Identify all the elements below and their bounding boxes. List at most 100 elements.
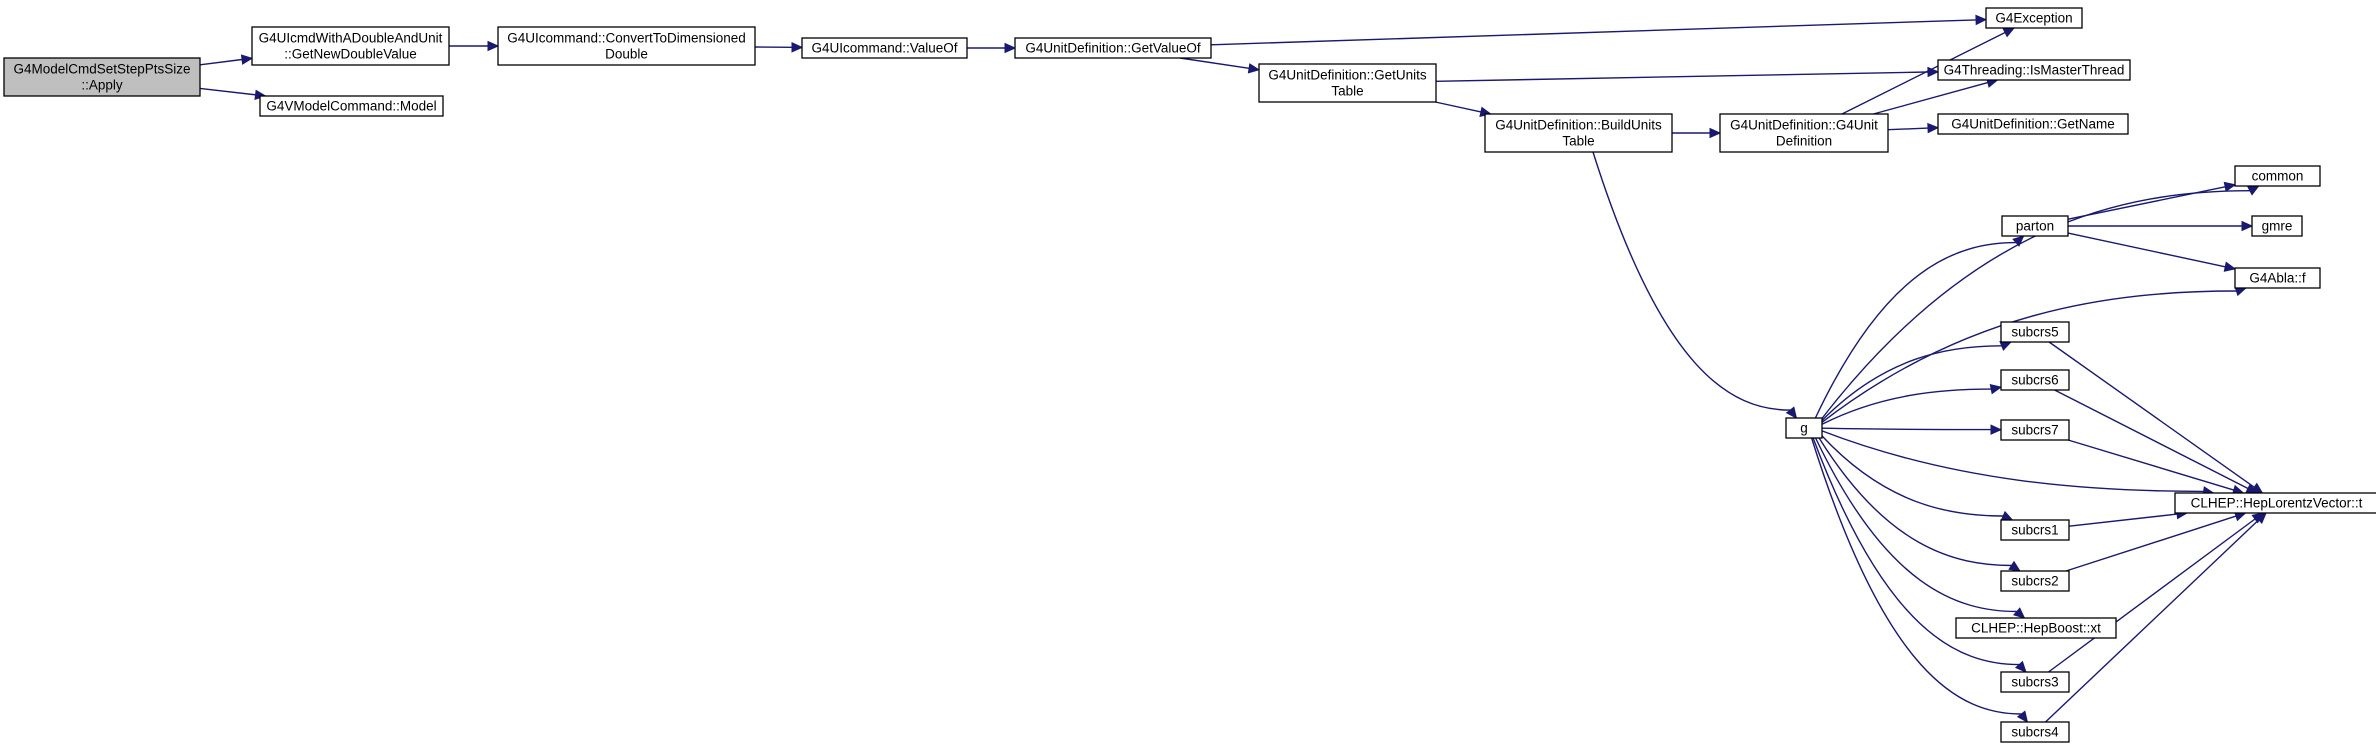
node-g4unitdef[interactable]: G4UnitDefinition::G4UnitDefinition	[1719, 113, 1889, 153]
node-box-getvalueof[interactable]	[1014, 37, 1212, 59]
node-label-parton-line-0: parton	[2016, 219, 2054, 234]
node-box-subcrs7[interactable]	[2000, 419, 2070, 441]
node-label-hepboost-line-0: CLHEP::HepBoost::xt	[1971, 621, 2101, 636]
node-subcrs1[interactable]: subcrs1	[2000, 519, 2070, 541]
node-box-subcrs4[interactable]	[2000, 721, 2070, 743]
node-subcrs6[interactable]: subcrs6	[2000, 369, 2070, 391]
node-box-parton[interactable]	[2001, 215, 2069, 237]
node-label-heplorentz-line-0: CLHEP::HepLorentzVector::t	[2191, 496, 2363, 511]
node-label-subcrs4-line-0: subcrs4	[2011, 725, 2059, 740]
node-box-buildunits[interactable]	[1484, 113, 1673, 153]
edge-apply-to-getnewdouble	[199, 58, 243, 66]
node-box-common[interactable]	[2234, 165, 2321, 187]
node-label-g-line-0: g	[1800, 421, 1808, 436]
arrowhead-g-to-subcrs3	[2014, 660, 2027, 673]
node-box-gmre[interactable]	[2251, 215, 2303, 237]
arrowhead-parton-to-gmre	[2241, 220, 2254, 232]
node-box-getunitstable[interactable]	[1258, 63, 1437, 103]
node-box-subcrs5[interactable]	[2000, 321, 2070, 343]
node-box-ismaster[interactable]	[1937, 59, 2131, 81]
edge-g-to-subcrs5	[1821, 345, 2002, 421]
arrowhead-apply-to-getnewdouble	[240, 54, 254, 65]
node-getnewdouble[interactable]: G4UIcmdWithADoubleAndUnit::GetNewDoubleV…	[251, 26, 450, 66]
node-getvalueof[interactable]: G4UnitDefinition::GetValueOf	[1014, 37, 1212, 59]
edge-g-to-subcrs1	[1821, 435, 2004, 517]
arrowhead-g-to-hepboost	[2013, 607, 2026, 619]
node-heplorentz[interactable]: CLHEP::HepLorentzVector::t	[2174, 492, 2376, 514]
node-g[interactable]: g	[1785, 417, 1823, 439]
node-box-subcrs6[interactable]	[2000, 369, 2070, 391]
node-label-getunitstable-line-0: G4UnitDefinition::GetUnits	[1268, 68, 1427, 83]
node-box-subcrs1[interactable]	[2000, 519, 2070, 541]
node-label-subcrs6-line-0: subcrs6	[2011, 373, 2058, 388]
node-ismaster[interactable]: G4Threading::IsMasterThread	[1937, 59, 2131, 81]
edge-subcrs2-to-heplorentz	[2065, 515, 2237, 572]
node-box-heplorentz[interactable]	[2174, 492, 2376, 514]
arrowhead-g-to-common	[2246, 185, 2260, 196]
edge-subcrs7-to-heplorentz	[2067, 439, 2235, 491]
edge-g-to-subcrs3	[1812, 437, 2020, 666]
node-label-convert-line-0: G4UIcommand::ConvertToDimensioned	[507, 31, 746, 46]
edge-g-to-subcrs4	[1810, 437, 2022, 715]
arrowhead-valueof-to-getvalueof	[1004, 42, 1017, 54]
node-g4ablaf[interactable]: G4Abla::f	[2234, 267, 2321, 289]
node-common[interactable]: common	[2234, 165, 2321, 187]
node-subcrs2[interactable]: subcrs2	[2000, 570, 2070, 592]
arrowhead-g-to-subcrs2	[2008, 560, 2021, 572]
node-box-g4exception[interactable]	[1985, 7, 2083, 29]
node-label-common-line-0: common	[2252, 169, 2304, 184]
edge-g-to-hepboost	[1814, 437, 2017, 613]
node-box-subcrs3[interactable]	[2000, 671, 2070, 693]
node-label-getunitstable-line-1: Table	[1331, 84, 1363, 99]
node-label-apply-line-0: G4ModelCmdSetStepPtsSize	[13, 62, 190, 77]
node-box-g[interactable]	[1785, 417, 1823, 439]
node-box-valueof[interactable]	[801, 37, 968, 59]
arrowhead-getvalueof-to-getunitstable	[1247, 63, 1261, 74]
node-box-getname[interactable]	[1937, 113, 2129, 135]
node-hepboost[interactable]: CLHEP::HepBoost::xt	[1955, 617, 2117, 639]
node-apply[interactable]: G4ModelCmdSetStepPtsSize::Apply	[3, 57, 201, 97]
node-box-subcrs2[interactable]	[2000, 570, 2070, 592]
arrowhead-buildunits-to-g	[1785, 406, 1798, 419]
node-label-valueof-line-0: G4UIcommand::ValueOf	[811, 41, 957, 56]
node-valueof[interactable]: G4UIcommand::ValueOf	[801, 37, 968, 59]
node-gmre[interactable]: gmre	[2251, 215, 2303, 237]
edge-getvalueof-to-getunitstable	[1179, 57, 1250, 69]
node-label-subcrs5-line-0: subcrs5	[2011, 325, 2058, 340]
node-subcrs4[interactable]: subcrs4	[2000, 721, 2070, 743]
node-subcrs7[interactable]: subcrs7	[2000, 419, 2070, 441]
arrowhead-convert-to-valueof	[791, 42, 804, 53]
node-label-subcrs3-line-0: subcrs3	[2011, 675, 2058, 690]
node-parton[interactable]: parton	[2001, 215, 2069, 237]
edge-parton-to-common	[2067, 186, 2226, 220]
node-box-apply[interactable]	[3, 57, 201, 97]
node-subcrs3[interactable]: subcrs3	[2000, 671, 2070, 693]
node-box-getnewdouble[interactable]	[251, 26, 450, 66]
edge-getunitstable-to-buildunits	[1435, 101, 1482, 113]
node-box-convert[interactable]	[497, 26, 756, 66]
node-box-model[interactable]	[259, 95, 444, 117]
arrowhead-g-to-subcrs1	[2000, 510, 2014, 521]
node-label-getnewdouble-line-0: G4UIcmdWithADoubleAndUnit	[259, 31, 443, 46]
node-subcrs5[interactable]: subcrs5	[2000, 321, 2070, 343]
node-box-g4ablaf[interactable]	[2234, 267, 2321, 289]
node-label-g4ablaf-line-0: G4Abla::f	[2249, 271, 2306, 286]
edge-subcrs4-to-heplorentz	[2045, 519, 2260, 723]
node-box-hepboost[interactable]	[1955, 617, 2117, 639]
node-label-convert-line-1: Double	[605, 47, 648, 62]
node-label-getnewdouble-line-1: ::GetNewDoubleValue	[284, 47, 417, 62]
edge-g-to-parton	[1814, 241, 2017, 419]
arrowhead-getvalueof-to-g4exception	[1975, 14, 1988, 26]
node-model[interactable]: G4VModelCommand::Model	[259, 95, 444, 117]
arrowhead-g4unitdef-to-g4exception	[2002, 27, 2016, 38]
node-label-getvalueof-line-0: G4UnitDefinition::GetValueOf	[1025, 41, 1201, 56]
node-label-gmre-line-0: gmre	[2262, 219, 2293, 234]
node-g4exception[interactable]: G4Exception	[1985, 7, 2083, 29]
edge-getvalueof-to-g4exception	[1210, 19, 1977, 46]
edge-g4unitdef-to-ismaster	[1873, 81, 1988, 115]
node-box-g4unitdef[interactable]	[1719, 113, 1889, 153]
node-getname[interactable]: G4UnitDefinition::GetName	[1937, 113, 2129, 135]
